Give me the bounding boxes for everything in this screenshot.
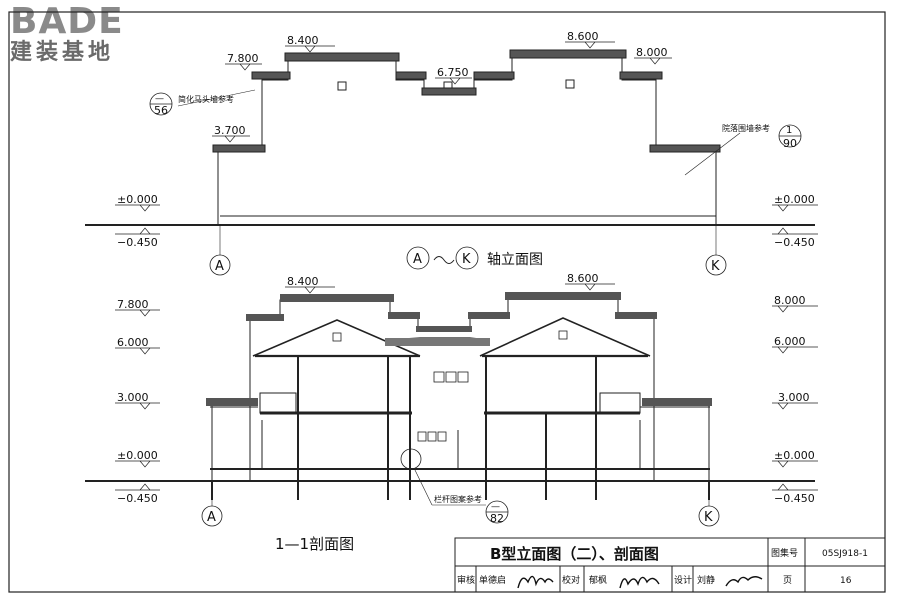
review-label: 审核 — [457, 574, 475, 586]
sec-level-0-right: ±0.000 — [774, 449, 815, 462]
elev-ref-right — [778, 124, 802, 148]
sec-level-8400: 8.400 — [287, 275, 319, 288]
sec-level-7800: 7.800 — [117, 298, 149, 311]
elevation-level-marks — [115, 41, 818, 235]
elev-axis-k: K — [711, 259, 720, 274]
sec-level-8000: 8.000 — [774, 294, 806, 307]
elev-level-m450-right: −0.450 — [774, 236, 815, 249]
sec-level-0-left: ±0.000 — [117, 449, 158, 462]
elev-ref-right-page: 90 — [783, 137, 797, 150]
sec-level-6000-left: 6.000 — [117, 336, 149, 349]
sec-level-8600: 8.600 — [567, 272, 599, 285]
elev-level-8000: 8.000 — [636, 46, 668, 59]
reviewer-name: 单德启 — [479, 574, 506, 586]
elev-level-8600: 8.600 — [567, 30, 599, 43]
elev-ref-right-num: 1 — [786, 125, 792, 136]
sec-title: 1—1剖面图 — [275, 535, 354, 553]
elev-ref-left-page: 56 — [154, 104, 168, 117]
elev-title-axis-a: A — [413, 252, 422, 267]
elev-note-left: 简化马头墙参考 — [178, 94, 234, 104]
sec-level-m450-right: −0.450 — [774, 492, 815, 505]
sec-ref-num: — — [491, 502, 500, 512]
elev-axis-k-bubble — [705, 254, 727, 276]
sec-level-6000-right: 6.000 — [774, 335, 806, 348]
elev-title: 轴立面图 — [487, 252, 543, 268]
section-drawing — [85, 297, 815, 500]
section-wall-caps — [206, 292, 712, 406]
elev-axis-a: A — [215, 259, 224, 274]
check-label: 校对 — [562, 574, 580, 586]
title-block-title: B型立面图（二）、剖面图 — [490, 545, 659, 563]
elev-level-7800: 7.800 — [227, 52, 259, 65]
bade-logo: BADE 建装基地 — [10, 4, 155, 66]
sheet-border — [8, 11, 886, 593]
elev-title-tilde — [433, 256, 455, 264]
elev-level-m450-left: −0.450 — [117, 236, 158, 249]
designer-name: 刘静 — [697, 574, 715, 586]
elev-level-3700: 3.700 — [214, 124, 246, 137]
elev-level-6750: 6.750 — [437, 66, 469, 79]
checker-signature — [619, 576, 660, 589]
elev-note-right: 院落围墙参考 — [722, 123, 770, 133]
page-label: 页 — [783, 575, 792, 586]
design-label: 设计 — [674, 574, 692, 586]
atlas-label: 图集号 — [771, 547, 798, 559]
elev-ref-left — [149, 92, 173, 116]
elev-level-0-left: ±0.000 — [117, 193, 158, 206]
checker-name: 郁枫 — [589, 574, 607, 586]
logo-brand: BADE — [10, 1, 124, 42]
section-windows — [332, 330, 568, 442]
elev-level-8400: 8.400 — [287, 34, 319, 47]
sec-level-m450-left: −0.450 — [117, 492, 158, 505]
elev-title-axis-k-bubble — [455, 246, 479, 270]
sec-axis-k-bubble — [698, 505, 720, 527]
elev-title-axis-k: K — [462, 252, 471, 267]
sec-ref — [485, 500, 509, 524]
logo-brand-cn: 建装基地 — [10, 40, 115, 65]
sec-ref-page: 82 — [490, 512, 504, 525]
elev-title-axis-a-bubble — [406, 246, 430, 270]
reviewer-signature — [517, 575, 554, 589]
sec-axis-k: K — [704, 510, 713, 525]
elev-level-0-right: ±0.000 — [774, 193, 815, 206]
sec-axis-a-bubble — [201, 505, 223, 527]
sec-note-leader — [413, 467, 433, 506]
atlas-no: 05SJ918-1 — [822, 549, 868, 559]
elev-axis-a-bubble — [209, 254, 231, 276]
sec-level-3000-right: 3.000 — [778, 391, 810, 404]
sec-level-3000-left: 3.000 — [117, 391, 149, 404]
elevation-drawing — [85, 49, 815, 255]
sec-detail-circle — [400, 448, 422, 470]
title-block-frame — [454, 537, 886, 593]
section-level-marks — [115, 283, 818, 491]
page-no: 16 — [840, 576, 852, 586]
designer-signature — [725, 576, 763, 587]
sec-note: 栏杆图案参考 — [434, 494, 482, 504]
sec-axis-a: A — [207, 510, 216, 525]
elev-ref-left-num: — — [155, 94, 164, 104]
